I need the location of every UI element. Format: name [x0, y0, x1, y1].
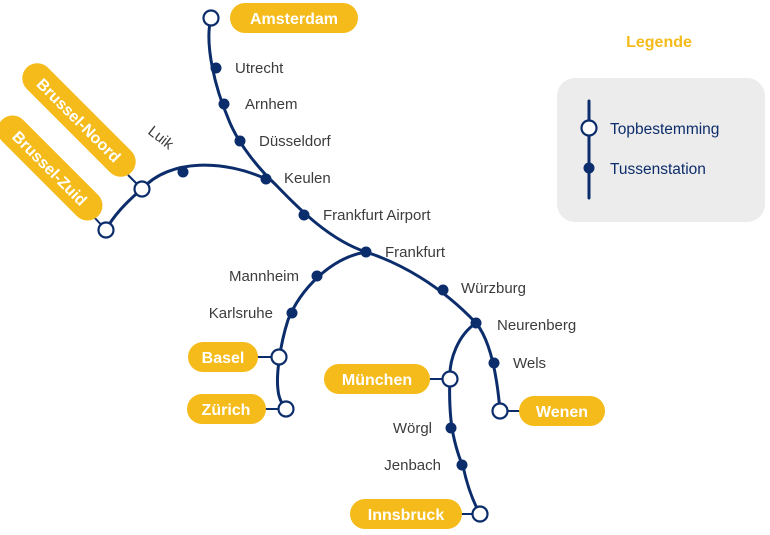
- terminal-brussel-zuid-circle: [97, 221, 115, 239]
- destination-amsterdam-label: Amsterdam: [250, 11, 338, 28]
- destination-munchen: München: [324, 364, 430, 394]
- station-arnhem-dot: [218, 98, 230, 110]
- terminal-wenen-circle: [491, 402, 509, 420]
- station-jenbach-dot: [456, 459, 468, 471]
- station-wels-label: Wels: [513, 355, 546, 372]
- destination-basel: Basel: [188, 342, 258, 372]
- station-frankfurt-airport-dot: [298, 209, 310, 221]
- station-frankfurt-airport-label: Frankfurt Airport: [323, 207, 431, 224]
- terminal-brussel-noord-circle: [133, 180, 151, 198]
- station-keulen-dot: [260, 173, 272, 185]
- open-circle-icon: [580, 119, 598, 137]
- filled-dot-icon: [583, 162, 595, 174]
- route-neurenberg-innsbruck: [448, 321, 482, 516]
- destination-innsbruck: Innsbruck: [350, 499, 462, 529]
- station-frankfurt-label: Frankfurt: [385, 244, 446, 261]
- station-utrecht-label: Utrecht: [235, 60, 284, 77]
- legend-item-topbestemming: Topbestemming: [610, 121, 719, 138]
- destination-munchen-label: München: [342, 372, 412, 389]
- terminal-amsterdam-circle: [202, 9, 220, 27]
- destination-innsbruck-label: Innsbruck: [368, 507, 445, 524]
- station-mannheim-dot: [311, 270, 323, 282]
- destination-basel-label: Basel: [202, 350, 245, 367]
- station-luik-label: Luik: [145, 123, 178, 154]
- station-frankfurt-dot: [360, 246, 372, 258]
- terminal-basel-circle: [270, 348, 288, 366]
- station-dusseldorf-dot: [234, 135, 246, 147]
- destination-amsterdam: Amsterdam: [230, 3, 358, 33]
- station-neurenberg-label: Neurenberg: [497, 317, 576, 334]
- destination-wenen-label: Wenen: [536, 404, 588, 421]
- route-frankfurt-zurich: [276, 250, 368, 411]
- station-mannheim-label: Mannheim: [229, 268, 299, 285]
- station-karlsruhe-dot: [286, 307, 298, 319]
- station-wurzburg-label: Würzburg: [461, 280, 526, 297]
- destination-zurich-label: Zürich: [202, 402, 251, 419]
- station-utrecht-dot: [210, 62, 222, 74]
- legend-box: [557, 78, 765, 222]
- station-dusseldorf-label: Düsseldorf: [259, 133, 332, 150]
- destination-brussel-zuid-label: Brussel-Zuid: [8, 128, 89, 209]
- station-karlsruhe-label: Karlsruhe: [209, 305, 273, 322]
- legend-item-tussenstation: Tussenstation: [610, 161, 706, 178]
- station-between-dot: [177, 166, 189, 178]
- station-worgl-dot: [445, 422, 457, 434]
- destination-wenen: Wenen: [519, 396, 605, 426]
- terminal-innsbruck-circle: [471, 505, 489, 523]
- legend-title: Legende: [626, 34, 692, 51]
- station-neurenberg-dot: [470, 317, 482, 329]
- terminal-munchen-circle: [441, 370, 459, 388]
- route-frankfurt-neurenberg: [364, 250, 478, 325]
- legend: Topbestemming Tussenstation: [557, 78, 765, 222]
- station-wels-dot: [488, 357, 500, 369]
- station-jenbach-label: Jenbach: [384, 457, 441, 474]
- station-worgl-label: Wörgl: [393, 420, 432, 437]
- station-arnhem-label: Arnhem: [245, 96, 298, 113]
- station-keulen-label: Keulen: [284, 170, 331, 187]
- route-keulen-brussel: [104, 163, 268, 232]
- station-wurzburg-dot: [437, 284, 449, 296]
- destination-zurich: Zürich: [187, 394, 266, 424]
- terminal-zurich-circle: [277, 400, 295, 418]
